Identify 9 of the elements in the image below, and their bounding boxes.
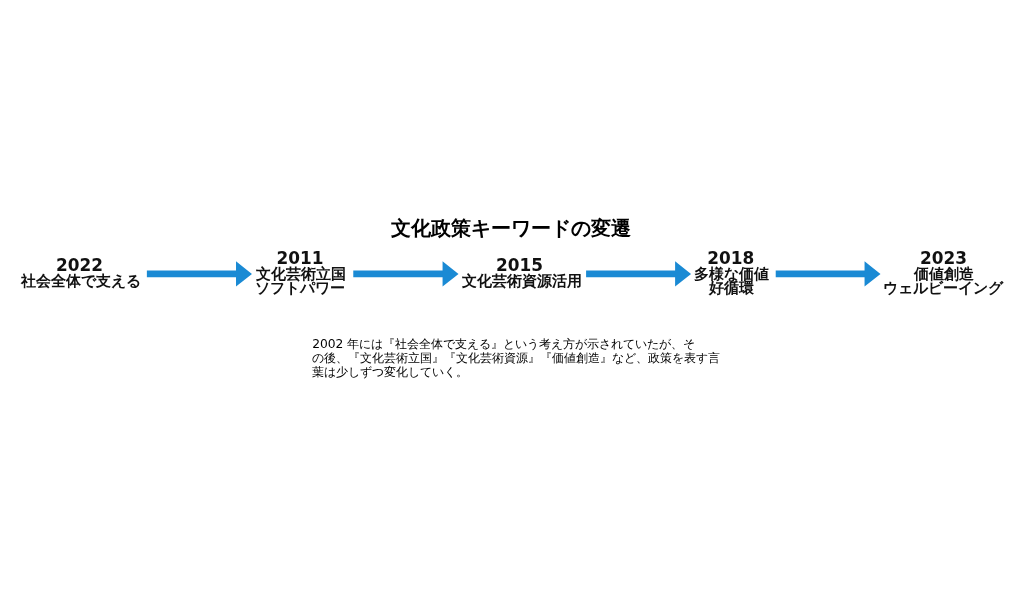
node-text: 2015 文化芸術資源活用 — [461, 254, 582, 289]
node-text: 2018 多様な価値 好循環 — [694, 247, 770, 297]
node-text: 2023 価値創造 ウェルビーイング — [883, 247, 1004, 297]
diagram-title: 文化政策キーワードの変遷 — [390, 216, 631, 241]
arrow — [775, 261, 881, 287]
caption: 2002 年には『社会全体で支える』という考え方が示されていたが、その後、『文化芸術立国』『文化芸術資源』『価値創造』など、政策を表す言葉は少しずつ変化していく。 — [312, 337, 721, 379]
node-text: 2022 社会全体で支える — [20, 254, 141, 289]
arrow — [146, 261, 252, 287]
node-text: 2011 文化芸術立国 ソフトパワー — [254, 247, 347, 297]
